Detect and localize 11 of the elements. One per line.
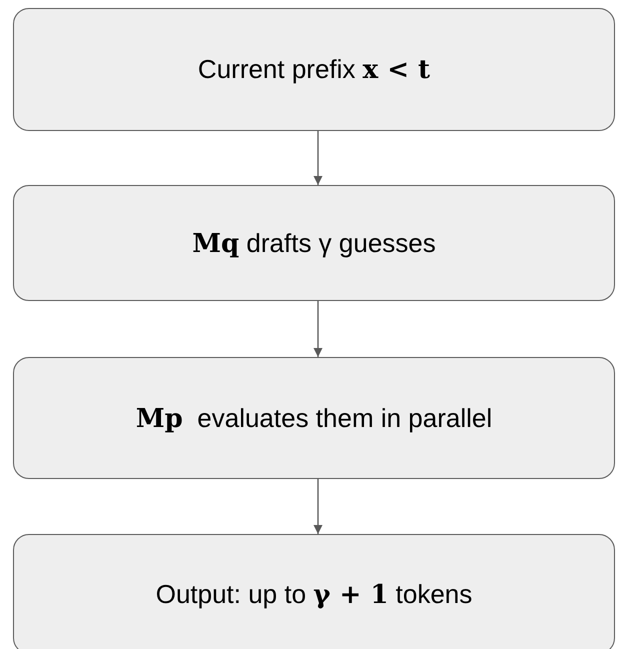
process-box (13, 185, 615, 301)
box-label: Mp evaluates them in parallel (136, 402, 492, 434)
process-box (13, 8, 615, 131)
box-label: Output: up to γ + 1 tokens (156, 578, 472, 610)
box-label: Mq drafts γ guesses (192, 228, 436, 258)
process-box (13, 534, 615, 649)
arrow (314, 479, 322, 534)
box-label: Current prefix x < t (198, 54, 430, 85)
arrow (314, 131, 322, 185)
arrow (314, 301, 322, 357)
process-box (13, 357, 615, 479)
